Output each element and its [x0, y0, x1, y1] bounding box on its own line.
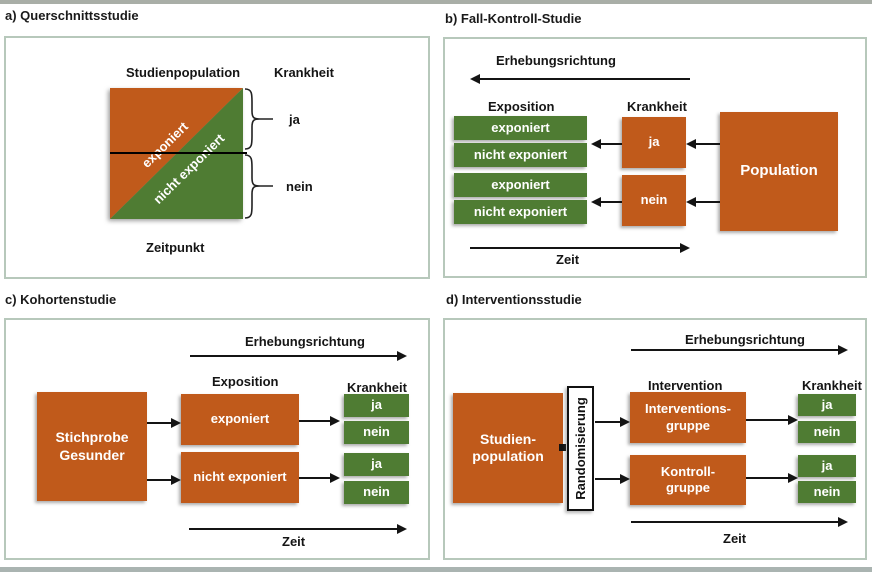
exposure-box-1: exponiert — [454, 116, 587, 140]
exponiert-box-c: exponiert — [181, 394, 299, 445]
zeit-arrow-d — [631, 517, 848, 527]
kontrollgruppe-box: Kontroll- gruppe — [630, 455, 746, 505]
interventionsgruppe-box: Interventions- gruppe — [630, 392, 746, 443]
nein-label-a: nein — [286, 179, 313, 194]
bottom-border-strip — [0, 567, 872, 572]
population-box: Population — [720, 112, 838, 231]
panel-c-title: c) Kohortenstudie — [5, 292, 117, 307]
erhebungsrichtung-arrow-c — [190, 351, 407, 361]
disease-divider-line — [110, 152, 247, 154]
interventionsgruppe-line-1: Interventions- — [645, 401, 731, 417]
disease-box-d-1: ja — [798, 394, 856, 416]
disease-box-c-3: ja — [344, 453, 409, 476]
exposition-header-b: Exposition — [488, 99, 555, 114]
disease-box-c-1: ja — [344, 394, 409, 417]
studienpopulation-line-2: population — [472, 448, 544, 464]
brace-ja — [244, 88, 273, 150]
zeit-arrow-b — [470, 243, 690, 253]
arrow-rand-to-kontrollgruppe — [595, 474, 630, 484]
interventionsgruppe-line-2: gruppe — [665, 417, 711, 433]
arrow-ja-to-exposure — [591, 139, 622, 149]
kontrollgruppe-line-1: Kontroll- — [660, 463, 716, 479]
krankheit-label-a: Krankheit — [274, 65, 334, 80]
panel-d: Erhebungsrichtung Intervention Krankheit… — [443, 318, 867, 560]
intervention-header: Intervention — [648, 378, 723, 393]
arrow-kontrollgruppe-to-disease — [746, 473, 798, 483]
exposure-box-2: nicht exponiert — [454, 143, 587, 167]
disease-box-d-4: nein — [798, 481, 856, 503]
erhebungsrichtung-arrow-d — [631, 345, 848, 355]
exposure-box-3: exponiert — [454, 173, 587, 197]
stichprobe-line-2: Gesunder — [59, 446, 125, 463]
arrow-rand-to-interventionsgruppe — [595, 417, 630, 427]
disease-box-c-4: nein — [344, 481, 409, 504]
nicht-exponiert-box-c: nicht exponiert — [181, 452, 299, 503]
arrow-nein-to-exposure — [591, 197, 622, 207]
studienpopulation-line-1: Studien- — [479, 430, 536, 447]
exposition-header-c: Exposition — [212, 374, 279, 389]
arrow-stichprobe-to-exponiert — [147, 418, 181, 428]
krankheit-header-d: Krankheit — [802, 378, 862, 393]
erhebungsrichtung-label-c: Erhebungsrichtung — [245, 334, 365, 349]
erhebungsrichtung-label-b: Erhebungsrichtung — [496, 53, 616, 68]
panel-a-title: a) Querschnittsstudie — [5, 8, 139, 23]
zeitpunkt-label: Zeitpunkt — [146, 240, 205, 255]
erhebungsrichtung-label-d: Erhebungsrichtung — [685, 332, 805, 347]
brace-nein — [244, 154, 273, 219]
disease-box-d-2: nein — [798, 421, 856, 443]
disease-box-c-2: nein — [344, 421, 409, 444]
zeit-arrow-c — [189, 524, 407, 534]
randomization-connector — [559, 444, 566, 451]
zeit-label-c: Zeit — [282, 534, 306, 549]
case-box-ja: ja — [622, 117, 686, 168]
stichprobe-line-1: Stichprobe — [55, 429, 129, 445]
arrow-population-to-ja — [686, 139, 720, 149]
randomisierung-box: Randomisierung — [567, 386, 594, 511]
arrow-exponiert-to-disease — [299, 416, 340, 426]
panel-b: Erhebungsrichtung Exposition Krankheit e… — [443, 37, 867, 278]
zeit-label-d: Zeit — [723, 531, 747, 546]
arrow-stichprobe-to-nicht-exponiert — [147, 475, 181, 485]
kontrollgruppe-line-2: gruppe — [665, 480, 711, 495]
arrow-interventionsgruppe-to-disease — [746, 415, 798, 425]
exposure-box-4: nicht exponiert — [454, 200, 587, 224]
panel-a: Studienpopulation Krankheit exponiert ni… — [4, 36, 430, 279]
control-box-nein: nein — [622, 175, 686, 226]
top-border-strip — [0, 0, 872, 4]
krankheit-header-c: Krankheit — [347, 380, 407, 395]
panel-c: Erhebungsrichtung Exposition Krankheit S… — [4, 318, 430, 560]
studienpopulation-box: Studien- population — [453, 393, 563, 503]
erhebungsrichtung-arrow-b — [470, 74, 690, 84]
ja-label-a: ja — [289, 112, 300, 127]
stichprobe-box: Stichprobe Gesunder — [37, 392, 147, 501]
studienpopulation-label: Studienpopulation — [126, 65, 241, 80]
arrow-nicht-exponiert-to-disease — [299, 473, 340, 483]
arrow-population-to-nein — [686, 197, 720, 207]
randomisierung-label: Randomisierung — [573, 397, 589, 500]
disease-box-d-3: ja — [798, 455, 856, 477]
zeit-label-b: Zeit — [556, 252, 580, 267]
krankheit-header-b: Krankheit — [627, 99, 687, 114]
panel-d-title: d) Interventionsstudie — [446, 292, 582, 307]
panel-b-title: b) Fall-Kontroll-Studie — [445, 11, 582, 26]
